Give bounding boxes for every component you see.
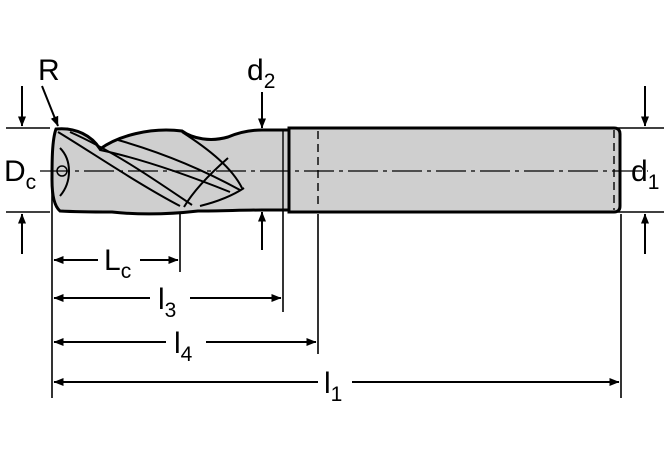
label-d2: d2 [247, 54, 275, 93]
flute-line-6 [183, 157, 229, 208]
length-dimensions [53, 256, 620, 386]
label-l3: l3 [158, 283, 176, 322]
neck-lines [282, 130, 615, 210]
label-r: R [38, 54, 60, 87]
flute-line-2 [69, 131, 193, 206]
flute-line-5 [181, 131, 243, 189]
r-leader-arrow [41, 85, 59, 127]
flute-lines [57, 131, 245, 208]
flute-line-4 [117, 139, 241, 191]
label-lc: Lc [104, 244, 131, 283]
label-l4: l4 [174, 327, 193, 366]
flute-line-3 [99, 149, 231, 193]
flute-line-7 [199, 187, 245, 207]
flute-line-1 [57, 131, 181, 207]
label-l1: l1 [324, 367, 342, 406]
shank [287, 126, 622, 214]
label-dc: Dc [4, 155, 36, 194]
label-d1: d1 [631, 155, 659, 194]
diameter-arrows [18, 85, 649, 254]
tip-center-mark [56, 165, 68, 177]
